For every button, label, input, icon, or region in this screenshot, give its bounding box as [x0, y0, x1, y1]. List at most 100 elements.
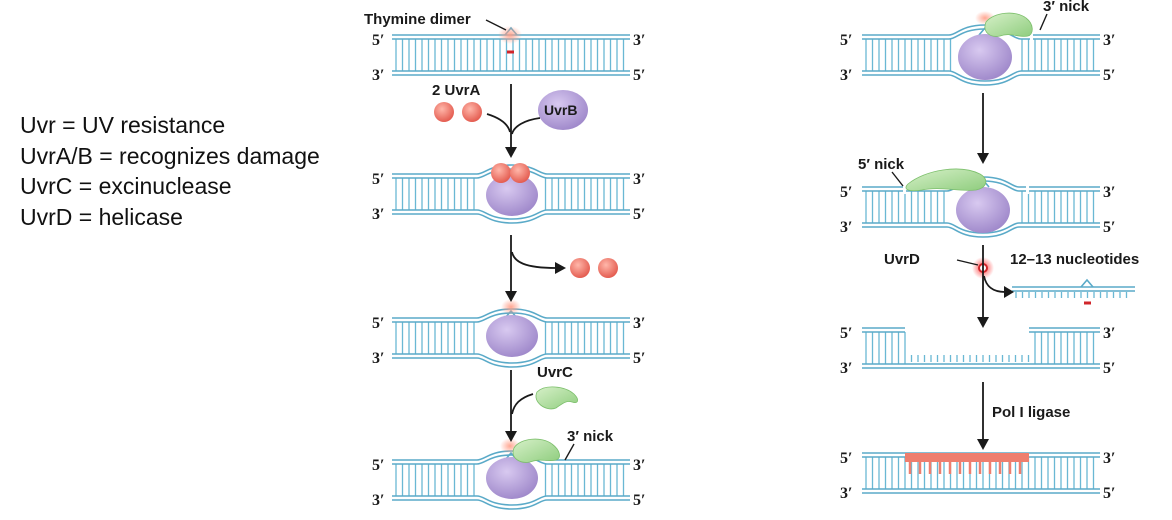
dna-duplex-uvrab-bound [392, 164, 630, 224]
strand-end-3: 3′ [633, 32, 646, 49]
label-uvrb: UvrB [544, 102, 577, 118]
strand-end-3: 3′ [840, 360, 853, 377]
uvra-protein [598, 258, 618, 278]
strand-end-5: 5′ [840, 325, 853, 342]
dna-duplex-3-nick [862, 24, 1100, 86]
arrowhead [505, 291, 517, 302]
legend-item-uvrd: UvrD = helicase [20, 203, 183, 230]
strand-end-3: 3′ [1103, 184, 1116, 201]
arrowhead [977, 439, 989, 450]
strand-end-3: 3′ [1103, 450, 1116, 467]
nick-gap [1030, 32, 1033, 42]
label-3-nick-left: 3′ nick [567, 428, 614, 445]
label-5-nick: 5′ nick [858, 156, 905, 173]
arrowhead [555, 262, 566, 274]
uvrb-protein [958, 34, 1012, 80]
arrowhead [505, 147, 517, 158]
dna-strand [862, 70, 1100, 82]
uvra-protein [434, 102, 454, 122]
uvra-binding-curve [486, 113, 511, 133]
uvrb-binding-curve [511, 117, 541, 135]
thymine-dimer-pointer [485, 19, 507, 31]
dna-strand [392, 164, 630, 175]
nick-pointer [1039, 13, 1048, 31]
dna-strand [392, 213, 630, 224]
legend: Uvr = UV resistance UvrA/B = recognizes … [20, 110, 320, 232]
nick-gap [1026, 184, 1029, 194]
arrowhead [977, 317, 989, 328]
strand-end-3: 3′ [372, 350, 385, 367]
strand-end-5: 5′ [1103, 67, 1116, 84]
dna-strand [392, 499, 630, 510]
strand-end-5: 5′ [633, 492, 646, 509]
arrowhead [1004, 286, 1014, 298]
uvrb-protein [486, 315, 538, 357]
dna-strand [392, 353, 630, 364]
strand-end-3: 3′ [633, 315, 646, 332]
strand-end-5: 5′ [372, 315, 385, 332]
nick-pointer [891, 171, 904, 187]
uvra-protein [510, 163, 530, 183]
strand-end-3: 3′ [372, 492, 385, 509]
strand-end-3: 3′ [1103, 32, 1116, 49]
strand-end-5: 5′ [1103, 360, 1116, 377]
uvrc-binding-curve [511, 393, 534, 415]
legend-item-uvrab: UvrA/B = recognizes damage [20, 142, 320, 169]
strand-end-5: 5′ [840, 184, 853, 201]
legend-item-uvr: Uvr = UV resistance [20, 112, 226, 138]
oligo-release-curve [983, 275, 1006, 293]
new-dna-synthesis [905, 453, 1029, 462]
strand-end-5: 5′ [633, 206, 646, 223]
strand-end-3: 3′ [372, 206, 385, 223]
strand-end-5: 5′ [840, 450, 853, 467]
dna-strand [392, 209, 630, 220]
dna-duplex-repaired [862, 452, 1100, 494]
label-2-uvra: 2 UvrA [432, 82, 481, 99]
strand-end-3: 3′ [840, 485, 853, 502]
strand-end-3: 3′ [840, 67, 853, 84]
strand-end-labels: 5′ 3′ 3′ 5′ 5′ 3′ 3′ 5′ 5′ 3′ 3′ 5′ 5′ 3′ 3′ 5′ 5′ 3′ 3′ 5′… [372, 32, 1116, 509]
strand-end-5: 5′ [372, 32, 385, 49]
uvra-protein [462, 102, 482, 122]
label-pol-i-ligase: Pol I ligase [992, 404, 1070, 421]
strand-end-3: 3′ [633, 457, 646, 474]
label-uvrd: UvrD [884, 251, 920, 268]
arrowhead [505, 431, 517, 442]
uvrc-protein [535, 386, 578, 410]
dna-strand [392, 495, 630, 506]
label-3-nick-right: 3′ nick [1043, 0, 1090, 15]
dna-strand [862, 74, 1100, 86]
uvra-release-curve [511, 251, 557, 269]
new-dna-rungs [908, 460, 1022, 474]
arrowhead [977, 153, 989, 164]
uvrb-protein [956, 187, 1010, 233]
label-uvrc: UvrC [537, 364, 573, 381]
dimer-bump [1080, 278, 1094, 288]
uvrd-pointer [956, 259, 979, 266]
strand-end-5: 5′ [633, 67, 646, 84]
uvrb-protein [486, 457, 538, 499]
nick-pointer [564, 443, 575, 461]
strand-end-3: 3′ [633, 171, 646, 188]
strand-end-5: 5′ [633, 350, 646, 367]
uvrc-protein [905, 168, 987, 192]
strand-end-5: 5′ [372, 171, 385, 188]
strand-end-3: 3′ [372, 67, 385, 84]
thymine-dimer-glow [498, 26, 522, 44]
strand-end-5: 5′ [372, 457, 385, 474]
uvrb-protein [538, 90, 588, 130]
dna-strand [392, 357, 630, 368]
strand-end-3: 3′ [840, 219, 853, 236]
uvra-protein [570, 258, 590, 278]
uvra-protein [491, 163, 511, 183]
uvrc-protein [984, 12, 1033, 37]
uvrb-protein [486, 174, 538, 216]
dna-duplex-gapped [862, 327, 1100, 369]
excised-oligonucleotide [1012, 278, 1135, 305]
uvrc-protein [512, 438, 560, 463]
strand-end-5: 5′ [1103, 485, 1116, 502]
nick-gap [903, 184, 906, 194]
legend-item-uvrc: UvrC = excinuclease [20, 173, 232, 199]
strand-end-5: 5′ [1103, 219, 1116, 236]
